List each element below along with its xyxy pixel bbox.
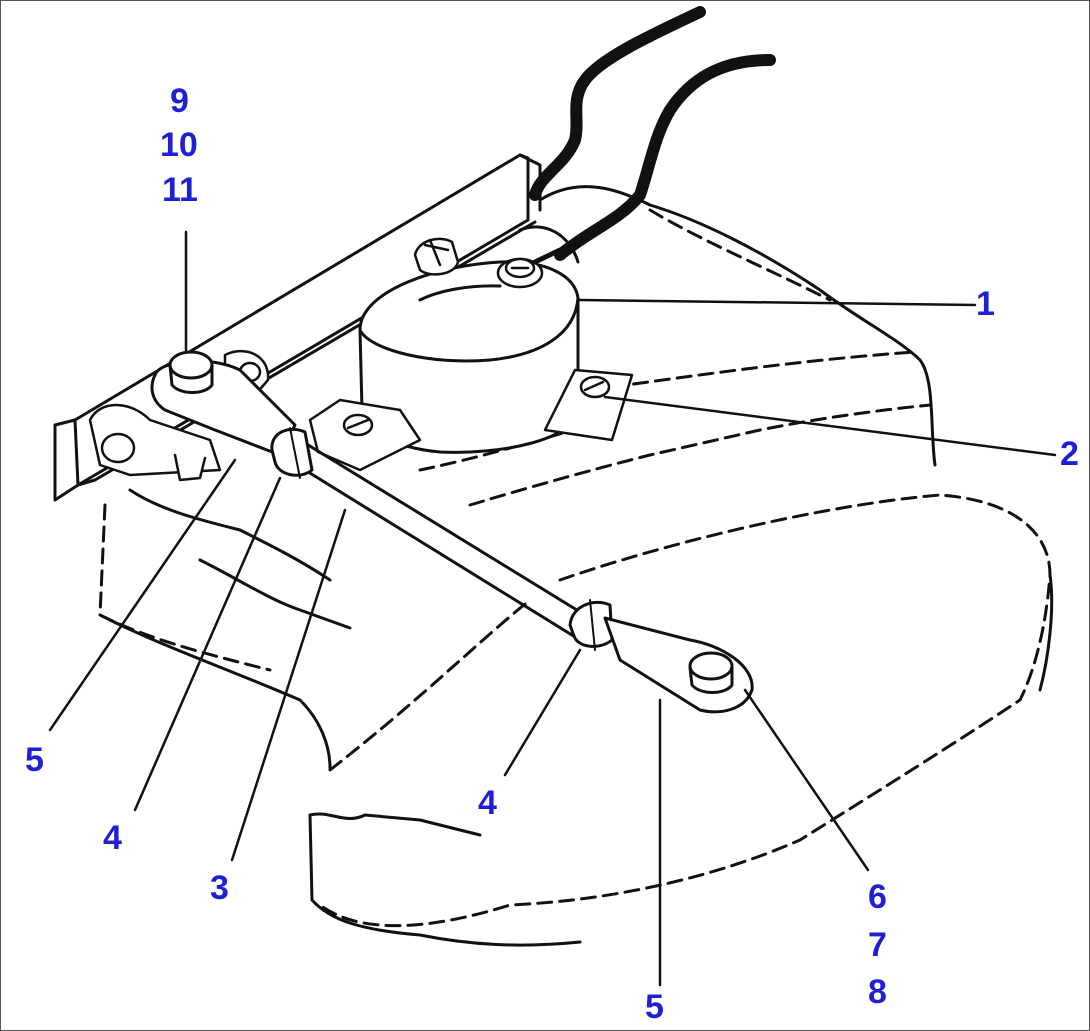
callout-7: 7 xyxy=(868,926,887,964)
lower-left-block-outline xyxy=(98,488,352,770)
callout-4-right: 4 xyxy=(478,784,497,822)
motor-terminals xyxy=(413,237,563,289)
callout-1: 1 xyxy=(976,285,995,323)
base-block-outline xyxy=(308,493,1054,947)
leader-1 xyxy=(578,298,977,307)
leader-4-left xyxy=(133,476,282,812)
tie-rod xyxy=(270,427,614,651)
callout-6: 6 xyxy=(868,878,887,916)
callout-2: 2 xyxy=(1060,435,1079,473)
leader-2 xyxy=(603,395,1057,457)
callout-8: 8 xyxy=(868,973,887,1011)
right-rod-end xyxy=(603,616,754,714)
leader-5-left xyxy=(48,458,237,732)
leader-3 xyxy=(230,508,347,862)
leader-lines xyxy=(48,230,1057,987)
callout-4-left: 4 xyxy=(103,819,122,857)
callout-3: 3 xyxy=(210,869,229,907)
leader-4-right xyxy=(503,648,582,777)
leader-6-7-8 xyxy=(743,688,870,872)
callout-10: 10 xyxy=(160,126,198,164)
cables xyxy=(529,6,776,261)
callout-11: 11 xyxy=(162,171,198,209)
callout-5-left: 5 xyxy=(25,741,44,779)
left-rod-end xyxy=(150,350,297,457)
callout-9: 9 xyxy=(170,82,189,120)
callout-5-bottom: 5 xyxy=(645,988,664,1026)
